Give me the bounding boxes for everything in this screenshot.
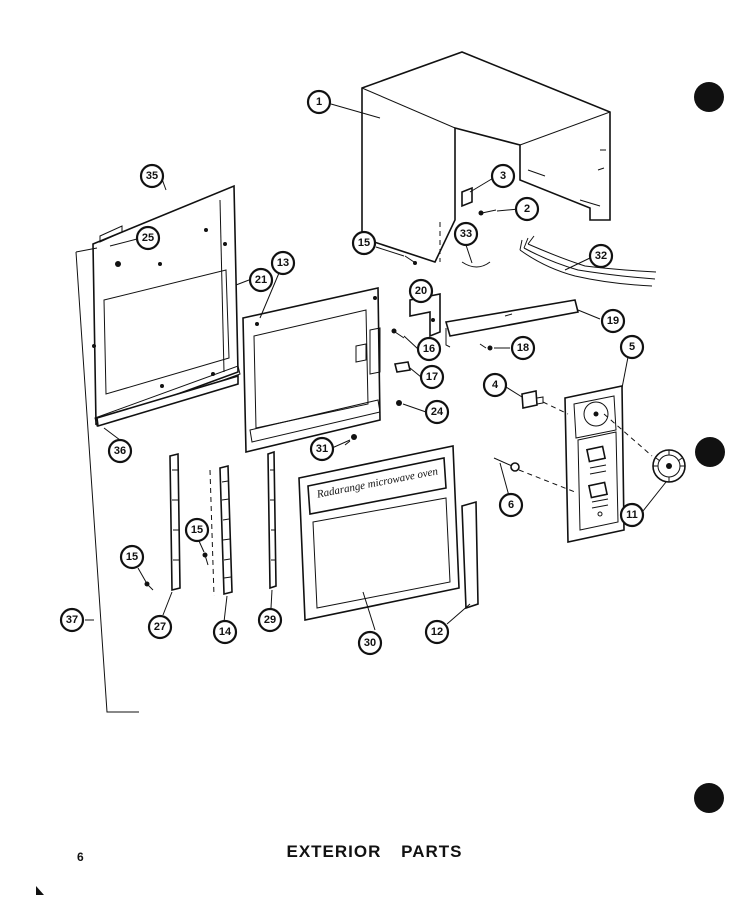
callout-15-left: 15 [119, 544, 145, 570]
alignment-line-shaft [518, 469, 576, 493]
svg-text:37: 37 [66, 614, 78, 626]
callout-17: 17 [419, 364, 445, 390]
svg-text:15: 15 [358, 237, 370, 249]
svg-text:29: 29 [264, 614, 276, 626]
part-bracket-20 [409, 293, 441, 338]
part-fastener-17 [394, 361, 411, 373]
svg-text:30: 30 [364, 637, 376, 649]
svg-text:14: 14 [219, 626, 232, 638]
callout-5: 5 [619, 334, 645, 360]
part-cabinet [361, 51, 611, 263]
part-screw-15c [144, 581, 154, 591]
svg-text:27: 27 [154, 621, 166, 633]
part-rail-19 [444, 299, 579, 348]
callout-15-cabinet: 15 [351, 230, 377, 256]
svg-text:12: 12 [431, 626, 443, 638]
callout-1: 1 [306, 89, 332, 115]
callout-16: 16 [416, 336, 442, 362]
part-bracket-3 [461, 186, 473, 208]
callout-36: 36 [107, 438, 133, 464]
callout-31: 31 [309, 436, 335, 462]
callout-30: 30 [357, 630, 383, 656]
part-wire-harness [519, 235, 657, 287]
callout-4: 4 [482, 372, 508, 398]
part-hinge-27 [169, 452, 181, 592]
part-back-panel [92, 184, 241, 427]
binder-hole-middle [695, 437, 725, 467]
svg-text:20: 20 [415, 285, 427, 297]
callout-11: 11 [619, 502, 645, 528]
part-knob-shaft-6 [493, 457, 520, 472]
callout-20: 20 [408, 278, 434, 304]
callout-14: 14 [212, 619, 238, 645]
svg-text:2: 2 [524, 203, 530, 215]
part-screw-31 [344, 434, 357, 446]
callout-37: 37 [59, 607, 85, 633]
part-fastener-16 [391, 328, 405, 339]
callout-18: 18 [510, 335, 536, 361]
part-control-panel [564, 385, 625, 543]
svg-text:1: 1 [316, 96, 322, 108]
svg-text:33: 33 [460, 228, 472, 240]
callout-24: 24 [424, 399, 450, 425]
callout-13: 13 [270, 250, 296, 276]
callout-27: 27 [147, 614, 173, 640]
svg-text:15: 15 [126, 551, 138, 563]
svg-text:16: 16 [423, 343, 435, 355]
svg-text:3: 3 [500, 170, 506, 182]
callout-19: 19 [600, 308, 626, 334]
binder-hole-top [694, 82, 724, 112]
svg-text:32: 32 [595, 250, 607, 262]
callout-35: 35 [139, 163, 165, 189]
part-side-trim-37 [75, 247, 139, 713]
part-hinge-29 [267, 450, 277, 590]
svg-text:18: 18 [517, 342, 529, 354]
svg-text:35: 35 [146, 170, 158, 182]
svg-text:25: 25 [142, 232, 154, 244]
svg-text:11: 11 [626, 509, 638, 521]
part-fastener-18 [479, 343, 493, 351]
svg-text:15: 15 [191, 524, 203, 536]
part-screw-2 [478, 209, 497, 216]
part-front-frame [242, 287, 381, 454]
diagram-caption: EXTERIOR PARTS [286, 842, 463, 861]
part-switch-4 [521, 390, 544, 409]
alignment-line-switch [542, 401, 569, 415]
part-timer-knob [652, 449, 686, 483]
svg-text:6: 6 [508, 499, 514, 511]
callout-32: 32 [588, 243, 614, 269]
callout-12: 12 [424, 619, 450, 645]
svg-text:17: 17 [426, 371, 438, 383]
svg-text:31: 31 [316, 443, 328, 455]
part-trim-36 [96, 374, 239, 428]
part-grommet-33 [461, 261, 491, 268]
svg-text:4: 4 [492, 379, 499, 391]
part-hinge-14-dashed [209, 469, 215, 597]
corner-mark [36, 886, 44, 895]
part-fastener-24 [396, 400, 402, 406]
svg-text:24: 24 [431, 406, 444, 418]
callout-6: 6 [498, 492, 524, 518]
callout-29: 29 [257, 607, 283, 633]
svg-text:5: 5 [629, 341, 635, 353]
callout-15-hinge: 15 [184, 517, 210, 543]
callout-33: 33 [453, 221, 479, 247]
callout-25: 25 [135, 225, 161, 251]
svg-text:36: 36 [114, 445, 126, 457]
alignment-line-knob [603, 413, 653, 457]
page-number: 6 [77, 850, 84, 864]
callout-3: 3 [490, 163, 516, 189]
callout-21: 21 [248, 267, 274, 293]
part-screw-15a [404, 255, 417, 265]
part-hinge-14 [219, 464, 233, 596]
part-door: Radarange microwave oven [298, 445, 460, 621]
part-screw-15b [202, 552, 209, 566]
binder-hole-bottom [694, 783, 724, 813]
svg-text:13: 13 [277, 257, 289, 269]
svg-text:21: 21 [255, 274, 267, 286]
callout-2: 2 [514, 196, 540, 222]
svg-text:19: 19 [607, 315, 619, 327]
part-door-trim-12 [461, 500, 479, 610]
